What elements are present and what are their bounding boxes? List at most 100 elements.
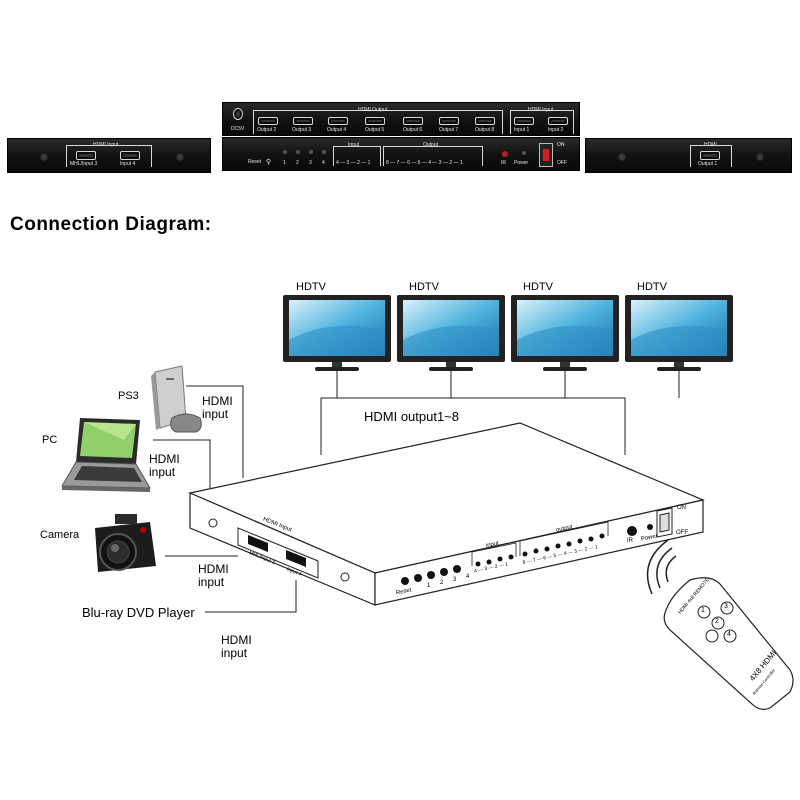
hdtv-icon — [283, 295, 391, 371]
center-front-panel: Reset ⚲ 1 2 3 4 Input 4 — 3 — 2 — 1 Outp… — [222, 137, 580, 171]
hdmi-port-icon — [439, 117, 459, 125]
source-label-camera: Camera — [40, 529, 80, 541]
camera-icon — [95, 514, 156, 572]
front-input-seq: 4 — 3 — 2 — 1 — [336, 160, 371, 166]
right-port-label: Output 1 — [698, 161, 718, 167]
hdmi-word: HDMI — [202, 394, 233, 408]
device-ir-label: IR — [627, 538, 633, 544]
hdmi-input-bracket — [510, 110, 574, 134]
power-switch — [539, 143, 553, 167]
hdmi-input-label-pc: HDMI input — [149, 453, 180, 478]
screw-icon — [208, 518, 218, 528]
hdmi-input-label-ps3: HDMI input — [202, 395, 233, 420]
tv-label-4: HDTV — [637, 281, 667, 293]
bluray-line — [205, 580, 297, 613]
remote-button-1-icon — [697, 605, 711, 619]
device-button-label: 2 — [440, 580, 444, 586]
front-button-icon — [427, 571, 435, 579]
left-unit-panel: HDMI Input MHL/Input 3 Input 4 — [7, 138, 211, 173]
remote-button-label-4: 4 — [727, 631, 731, 638]
front-input-group: Input — [348, 142, 360, 148]
hdmi-port-icon — [365, 117, 385, 125]
input-word: input — [149, 464, 176, 479]
screw-icon — [176, 153, 184, 161]
screw-icon — [756, 153, 764, 161]
ir-sensor-icon — [502, 151, 508, 157]
button-label: 4 — [322, 160, 325, 166]
front-output-seq: 8 — 7 — 6 — 5 — 4 — 3 — 2 — 1 — [386, 160, 463, 166]
dc-jack-icon — [233, 108, 243, 120]
input-word: input — [221, 645, 248, 660]
front-input-bracket — [333, 146, 381, 166]
left-port-label-1: MHL/Input 3 — [70, 161, 98, 167]
side-hdmi-port-icon — [286, 550, 306, 567]
reset-button-icon — [401, 577, 409, 585]
output-label: Output 6 — [403, 127, 423, 133]
remote-button-label-1: 1 — [701, 607, 705, 614]
screw-icon — [340, 572, 350, 582]
on-label: ON — [557, 142, 565, 148]
center-rear-panel: DC5V HDMI Output Output 2 Output 3 Outpu… — [222, 102, 580, 136]
button-label: 3 — [309, 160, 312, 166]
input-label: Input 1 — [514, 127, 530, 133]
right-unit-group-label: HDMI — [704, 142, 717, 148]
reset-label: Reset — [248, 159, 262, 165]
output-label: Output 3 — [292, 127, 312, 133]
reset-pin-icon: ⚲ — [266, 159, 272, 166]
front-button-icon — [453, 565, 461, 573]
power-led-icon — [522, 151, 526, 155]
hdmi-port-icon — [120, 151, 140, 160]
ir-label: IR — [501, 160, 506, 166]
ir-sensor-icon — [627, 526, 637, 536]
button-2-icon — [296, 150, 300, 154]
hdmi-output-bracket — [690, 145, 732, 167]
hdmi-input-label-camera: HDMI input — [198, 563, 229, 588]
source-label-pc: PC — [42, 434, 58, 446]
device-off-label: OFF — [676, 530, 688, 536]
right-unit-panel: HDMI Output 1 — [585, 138, 792, 173]
hdtv-icon — [397, 295, 505, 371]
front-button-icon — [414, 574, 422, 582]
power-switch-icon — [656, 507, 673, 538]
input-group-label: HDMI Input — [528, 107, 554, 113]
hdmi-port-icon — [328, 117, 348, 125]
output-group-label: HDMI Output — [358, 107, 388, 113]
hdmi-port-icon — [514, 117, 534, 125]
hdmi-word: HDMI — [221, 633, 252, 647]
output-label: Output 5 — [365, 127, 385, 133]
remote-button-3-icon — [720, 601, 734, 615]
source-label-bluray: Blu-ray DVD Player — [82, 605, 195, 620]
switch-rocker-icon — [543, 149, 549, 161]
device-button-label: 3 — [453, 577, 457, 583]
button-label: 1 — [283, 160, 286, 166]
ps3-line — [186, 385, 244, 478]
input-label: Input 2 — [548, 127, 564, 133]
front-button-icon — [440, 568, 448, 576]
hdmi-output-bracket — [253, 110, 503, 134]
ir-signal-icon — [646, 539, 677, 595]
output-label: Output 8 — [475, 127, 495, 133]
hdmi-port-icon — [700, 151, 720, 160]
side-hdmi-port-icon — [248, 535, 268, 552]
remote-button-label-2: 2 — [715, 618, 719, 625]
output-label: Output 2 — [257, 127, 277, 133]
hdmi-input-bracket — [66, 145, 152, 167]
input-word: input — [198, 574, 225, 589]
hdmi-port-icon — [548, 117, 568, 125]
laptop-icon — [61, 418, 151, 492]
tv-label-3: HDTV — [523, 281, 553, 293]
power-led-icon — [647, 524, 653, 530]
remote-body-icon — [663, 577, 794, 710]
hdmi-port-icon — [293, 117, 313, 125]
screw-icon — [618, 153, 626, 161]
source-label-ps3: PS3 — [118, 390, 139, 402]
output-bus-label: HDMI output1~8 — [364, 409, 460, 424]
hdmi-port-icon — [475, 117, 495, 125]
power-label: Power — [514, 160, 529, 166]
pc-line — [153, 439, 211, 488]
output-label: Output 7 — [439, 127, 459, 133]
remote-button-5-icon — [723, 629, 737, 643]
left-port-label-2: Input 4 — [120, 161, 136, 167]
